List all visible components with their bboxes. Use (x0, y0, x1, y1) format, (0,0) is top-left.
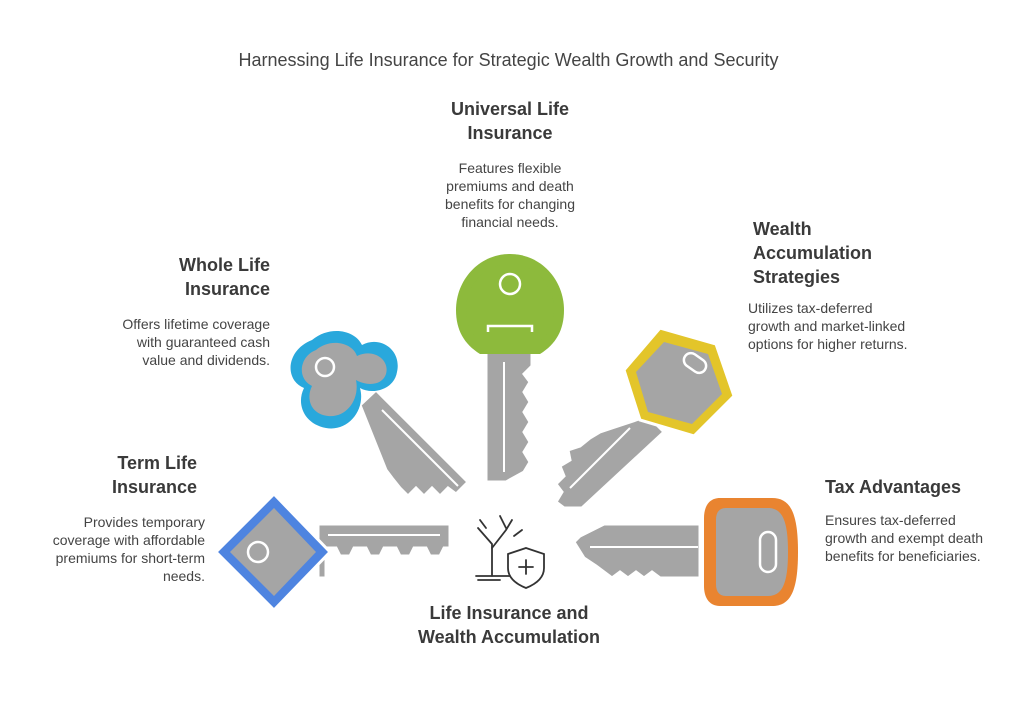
tree-shield-icon (475, 515, 545, 589)
wealth-accumulation-description: Utilizes tax-deferred growth and market-… (748, 300, 908, 352)
term-key-blade (316, 522, 452, 580)
term-life-description: Provides temporary coverage with afforda… (52, 514, 205, 584)
wealth-key-blade (554, 414, 667, 510)
tax-advantages-title: Tax Advantages (825, 477, 962, 497)
page-title: Harnessing Life Insurance for Strategic … (238, 50, 779, 70)
tax-advantages-key (572, 498, 798, 606)
universal-life-description: Features flexible premiums and death ben… (445, 160, 575, 230)
center-label: Life Insurance and Wealth Accumulation (417, 603, 601, 647)
tax-advantages-description: Ensures tax-deferred growth and exempt d… (825, 512, 983, 564)
wealth-accumulation-block: Wealth Accumulation Strategies Utilizes … (748, 217, 918, 353)
wealth-accumulation-title: Wealth Accumulation Strategies (753, 219, 873, 287)
term-life-title: Term Life Insurance (111, 453, 197, 497)
whole-life-title: Whole Life Insurance (179, 255, 270, 299)
whole-life-block: Whole Life Insurance Offers lifetime cov… (100, 253, 270, 369)
universal-life-block: Universal Life Insurance Features flexib… (420, 97, 600, 231)
wealth-accumulation-key (554, 326, 736, 510)
universal-life-key (456, 254, 564, 484)
tax-advantages-block: Tax Advantages Ensures tax-deferred grow… (825, 475, 985, 565)
term-life-key (213, 491, 452, 613)
term-life-block: Term Life Insurance Provides temporary c… (30, 451, 205, 585)
whole-life-description: Offers lifetime coverage with guaranteed… (122, 316, 270, 368)
tax-key-blade (572, 522, 702, 580)
universal-key-blade (484, 348, 534, 484)
whole-life-key (290, 330, 471, 499)
universal-life-title: Universal Life Insurance (450, 99, 570, 143)
